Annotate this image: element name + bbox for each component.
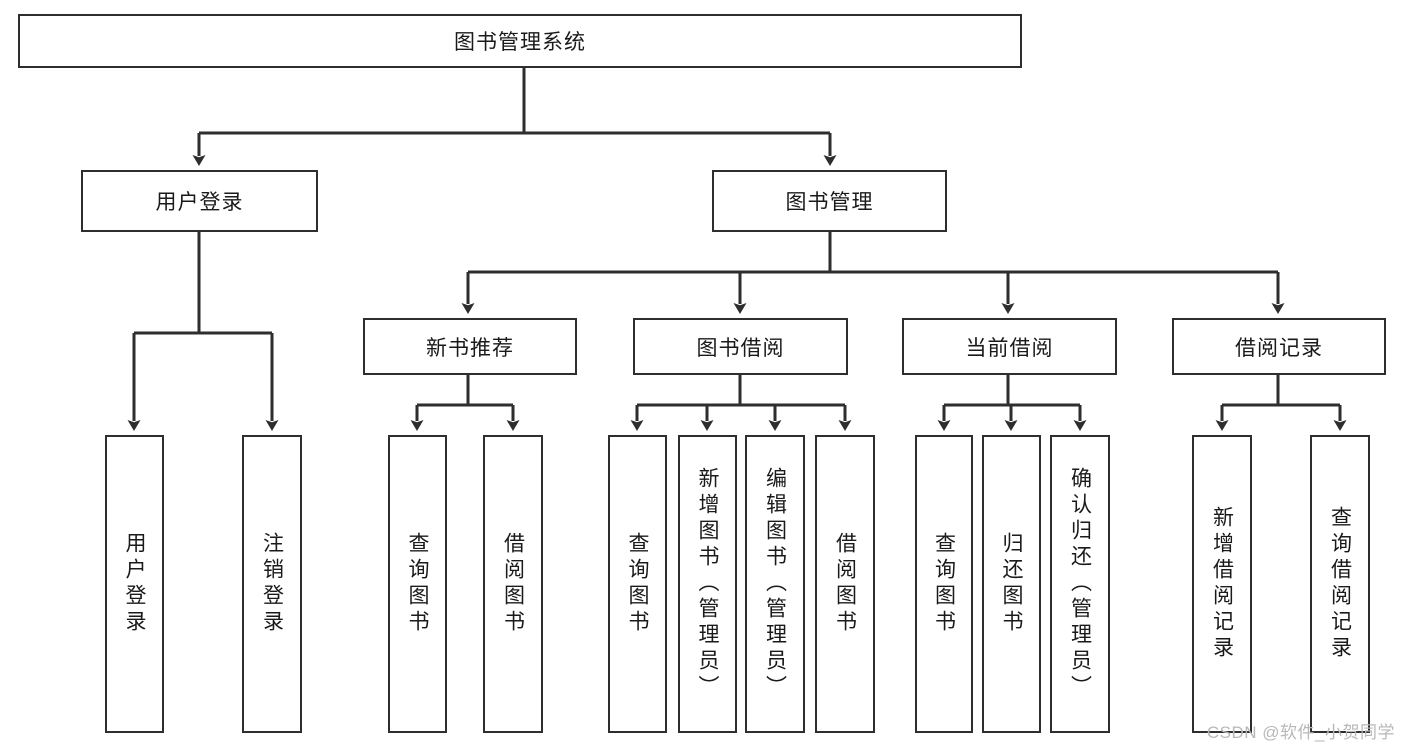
node-leaf-user-login[interactable]: 用户登录 <box>105 435 164 733</box>
node-leaf-borrow-edit-label: 编辑图书（管理员） <box>763 467 787 701</box>
node-leaf-rec-add[interactable]: 新增借阅记录 <box>1192 435 1252 733</box>
node-leaf-borrow-lend[interactable]: 借阅图书 <box>815 435 875 733</box>
node-leaf-cur-confirm-label: 确认归还（管理员） <box>1068 467 1092 701</box>
node-current-borrow-label: 当前借阅 <box>965 336 1054 360</box>
node-leaf-cur-return-label: 归还图书 <box>1000 532 1023 636</box>
node-leaf-user-login-label: 用户登录 <box>123 532 146 636</box>
node-leaf-rec-search-label: 查询借阅记录 <box>1328 506 1352 662</box>
node-new-book-rec[interactable]: 新书推荐 <box>363 318 577 375</box>
node-leaf-user-logout[interactable]: 注销登录 <box>242 435 302 733</box>
node-leaf-borrow-add-label: 新增图书（管理员） <box>696 467 719 701</box>
node-leaf-rec-borrow-label: 借阅图书 <box>501 532 525 636</box>
node-leaf-cur-confirm[interactable]: 确认归还（管理员） <box>1050 435 1110 733</box>
node-book-borrow-label: 图书借阅 <box>696 336 785 360</box>
node-current-borrow[interactable]: 当前借阅 <box>902 318 1117 375</box>
node-user-login[interactable]: 用户登录 <box>81 170 318 232</box>
node-root-label: 图书管理系统 <box>454 31 586 54</box>
node-user-login-label: 用户登录 <box>155 191 244 214</box>
csdn-watermark: CSDN @软件_小贺同学 <box>1206 723 1395 742</box>
node-root[interactable]: 图书管理系统 <box>18 14 1022 68</box>
node-leaf-rec-borrow[interactable]: 借阅图书 <box>483 435 543 733</box>
node-leaf-cur-query-label: 查询图书 <box>932 532 956 636</box>
node-borrow-record-label: 借阅记录 <box>1235 336 1323 360</box>
node-leaf-borrow-add[interactable]: 新增图书（管理员） <box>678 435 737 733</box>
node-leaf-rec-add-label: 新增借阅记录 <box>1210 506 1234 662</box>
node-new-book-rec-label: 新书推荐 <box>426 336 514 360</box>
node-leaf-cur-return[interactable]: 归还图书 <box>982 435 1041 733</box>
node-book-manage[interactable]: 图书管理 <box>712 170 947 232</box>
node-book-borrow[interactable]: 图书借阅 <box>633 318 848 375</box>
node-leaf-rec-query-label: 查询图书 <box>406 532 429 636</box>
node-leaf-borrow-query[interactable]: 查询图书 <box>608 435 667 733</box>
node-leaf-borrow-query-label: 查询图书 <box>626 532 649 636</box>
node-leaf-rec-query[interactable]: 查询图书 <box>388 435 447 733</box>
node-leaf-borrow-lend-label: 借阅图书 <box>833 532 857 636</box>
node-leaf-rec-search[interactable]: 查询借阅记录 <box>1310 435 1370 733</box>
node-leaf-borrow-edit[interactable]: 编辑图书（管理员） <box>745 435 805 733</box>
node-borrow-record[interactable]: 借阅记录 <box>1172 318 1386 375</box>
node-leaf-user-logout-label: 注销登录 <box>260 532 284 636</box>
node-book-manage-label: 图书管理 <box>785 191 874 214</box>
node-leaf-cur-query[interactable]: 查询图书 <box>915 435 973 733</box>
